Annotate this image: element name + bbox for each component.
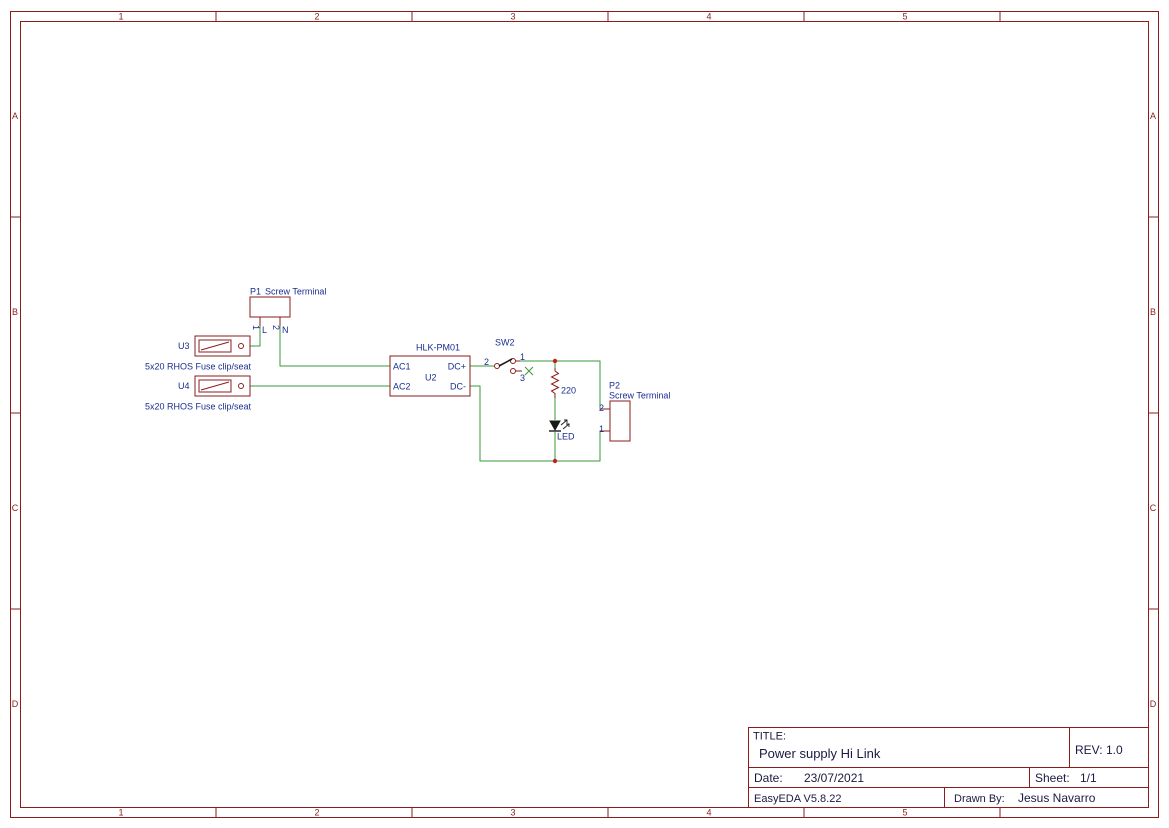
date-label: Date: <box>754 771 783 785</box>
row-label-right: C <box>1150 503 1157 513</box>
u2-value: HLK-PM01 <box>416 343 460 353</box>
p2-pin1: 1 <box>599 424 604 434</box>
sw2-pin2: 2 <box>484 357 489 367</box>
col-label-top: 2 <box>314 12 319 22</box>
fuse-body <box>194 375 251 397</box>
title-block: TITLE: Power supply Hi Link REV: 1.0 Dat… <box>748 727 1149 808</box>
fuse-contact <box>238 343 244 349</box>
terminal-body <box>609 400 631 442</box>
u2-pin-dcm: DC- <box>450 382 466 392</box>
row-label-right: A <box>1150 111 1156 121</box>
sw2-ref: SW2 <box>495 338 515 348</box>
resistor-value: 220 <box>561 386 576 396</box>
fuse-body <box>194 335 251 357</box>
component-led[interactable]: LED <box>549 419 575 442</box>
drawing-frame: 1 2 3 4 5 1 2 3 4 5 A B C D A B C D <box>10 11 1159 818</box>
col-label-bottom: 1 <box>118 808 123 818</box>
led-value: LED <box>557 432 575 442</box>
led-triangle <box>549 420 561 432</box>
u2-ref: U2 <box>425 373 437 383</box>
fuse-slash <box>200 381 230 391</box>
wire-p1-n-to-ac1 <box>279 326 390 367</box>
junction-dot <box>552 458 558 464</box>
terminal-body <box>249 296 291 318</box>
inner-border <box>20 21 1149 808</box>
row-label-left: C <box>12 503 19 513</box>
drawing-title: Power supply Hi Link <box>759 746 881 761</box>
row-label-right: D <box>1150 699 1157 709</box>
p2-pin2: 2 <box>599 403 604 413</box>
no-connect-icon <box>524 366 534 376</box>
col-label-top: 1 <box>118 12 123 22</box>
p2-ref: P2 <box>609 381 620 391</box>
component-resistor[interactable]: 220 <box>550 368 577 398</box>
sheet-value: 1/1 <box>1080 771 1097 785</box>
u4-value: 5x20 RHOS Fuse clip/seat <box>145 402 252 412</box>
junction-dot <box>552 358 558 364</box>
row-label-left: A <box>12 111 18 121</box>
col-label-top: 3 <box>510 12 515 22</box>
fuse-element <box>198 379 232 393</box>
component-p1[interactable]: P1 Screw Terminal 1 2 L N <box>249 287 326 336</box>
drawn-by-value: Jesus Navarro <box>1018 791 1096 805</box>
p1-ref: P1 <box>250 287 261 297</box>
component-u2[interactable]: HLK-PM01 U2 AC1 AC2 DC+ DC- <box>389 343 471 397</box>
fuse-element <box>198 339 232 353</box>
drawn-by-label: Drawn By: <box>954 793 1005 805</box>
sw2-pin1: 1 <box>520 352 525 362</box>
col-label-bottom: 4 <box>706 808 711 818</box>
switch-contact <box>510 368 516 374</box>
module-body <box>389 355 471 397</box>
component-sw2[interactable]: SW2 2 1 3 <box>484 338 534 384</box>
sheet-label: Sheet: <box>1035 771 1070 785</box>
p1-pin2-name: N <box>282 325 289 335</box>
col-label-bottom: 3 <box>510 808 515 818</box>
u2-pin-dcp: DC+ <box>448 362 466 372</box>
led-light-arrows-icon <box>560 419 570 430</box>
p1-pin1-num: 1 <box>251 325 261 330</box>
u4-ref: U4 <box>178 381 190 391</box>
outer-border <box>10 11 1159 818</box>
u2-pin-ac2: AC2 <box>393 382 411 392</box>
u2-pin-ac1: AC1 <box>393 362 411 372</box>
u3-ref: U3 <box>178 341 190 351</box>
col-label-top: 5 <box>902 12 907 22</box>
fuse-contact <box>238 383 244 389</box>
row-label-left: B <box>12 307 18 317</box>
p1-pin2-num: 2 <box>271 325 281 330</box>
u3-value: 5x20 RHOS Fuse clip/seat <box>145 362 252 372</box>
date-value: 23/07/2021 <box>804 771 864 785</box>
fuse-slash <box>200 341 230 351</box>
wire-p1-l-to-u3 <box>250 326 261 347</box>
title-label: TITLE: <box>753 731 786 743</box>
col-label-bottom: 5 <box>902 808 907 818</box>
component-p2[interactable]: P2 Screw Terminal 2 1 <box>599 381 670 442</box>
wire-dcm-to-p2 <box>470 385 610 462</box>
rev-label: REV: <box>1075 743 1103 757</box>
col-label-top: 4 <box>706 12 711 22</box>
p1-pin1-name: L <box>262 325 267 335</box>
rev-value: 1.0 <box>1106 743 1123 757</box>
col-label-bottom: 2 <box>314 808 319 818</box>
sw2-pin3: 3 <box>520 373 525 383</box>
switch-contact <box>494 363 500 369</box>
software-version: EasyEDA V5.8.22 <box>754 793 841 805</box>
p1-value: Screw Terminal <box>265 287 326 297</box>
component-u3[interactable]: U3 5x20 RHOS Fuse clip/seat <box>145 335 252 372</box>
resistor-zigzag <box>550 368 560 398</box>
component-u4[interactable]: U4 5x20 RHOS Fuse clip/seat <box>145 375 252 412</box>
row-label-left: D <box>12 699 19 709</box>
p2-value: Screw Terminal <box>609 391 670 401</box>
switch-lever <box>498 358 513 367</box>
row-label-right: B <box>1150 307 1156 317</box>
